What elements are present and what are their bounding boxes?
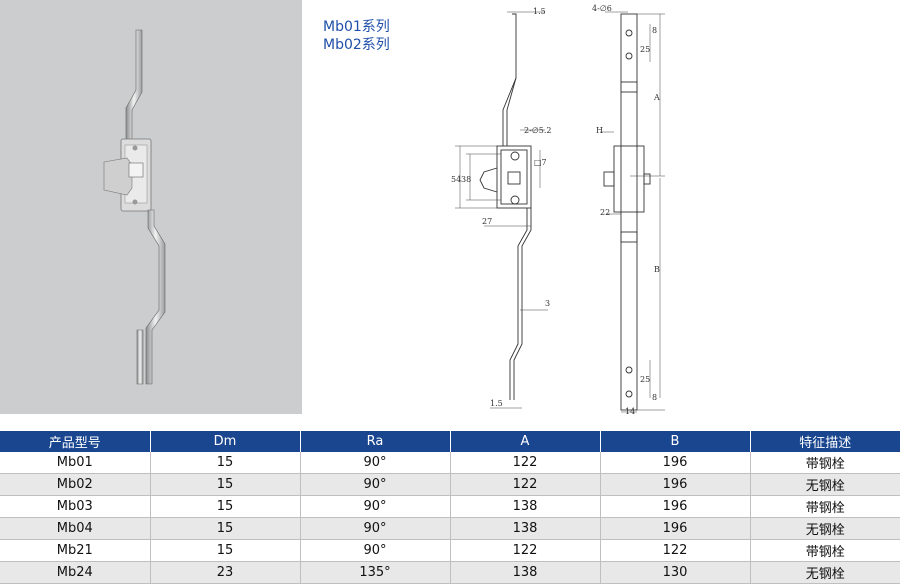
header-dm: Dm [150,431,301,452]
cell-a: 122 [450,473,601,496]
series-label-mb01: Mb01系列 [323,19,390,35]
dim-top-8: 8 [652,26,657,35]
header-model: 产品型号 [0,431,151,452]
cell-b: 196 [600,452,751,474]
dim-bottom-8: 8 [652,393,657,402]
cell-model: Mb24 [0,561,151,584]
header-b: B [600,431,751,452]
header-feature: 特征描述 [750,431,900,452]
cell-a: 122 [450,539,601,562]
cell-dm: 15 [150,452,301,474]
table-row: Mb21 15 90° 122 122 带钢栓 [0,539,900,562]
cell-b: 196 [600,473,751,496]
table-row: Mb24 23 135° 138 130 无钢栓 [0,561,900,584]
technical-drawing: 1.5 2-∅5.2 □7 54 38 27 3 1.5 4-∅6 8 [451,4,665,416]
table-row: Mb02 15 90° 122 196 无钢栓 [0,473,900,496]
dim-a: A [653,93,660,102]
table-header-row: 产品型号 Dm Ra A B 特征描述 [0,431,900,452]
cell-feature: 带钢栓 [750,495,900,518]
cell-ra: 90° [300,473,451,496]
cell-ra: 90° [300,495,451,518]
cell-model: Mb02 [0,473,151,496]
dim-bottom-25: 25 [640,375,650,384]
cell-a: 138 [450,495,601,518]
cell-model: Mb21 [0,539,151,562]
cell-dm: 15 [150,495,301,518]
dim-27: 27 [482,217,492,226]
dim-54: 54 [451,175,461,184]
cell-b: 122 [600,539,751,562]
front-dimension-lines [600,11,665,413]
cell-b: 196 [600,517,751,540]
cell-ra: 90° [300,517,451,540]
table-row: Mb04 15 90° 138 196 无钢栓 [0,517,900,540]
cell-dm: 23 [150,561,301,584]
dim-22: 22 [600,208,610,217]
spec-table: 产品型号 Dm Ra A B 特征描述 Mb01 15 90° 122 196 … [0,431,900,584]
dim-holes-right: 4-∅6 [592,4,612,13]
table-row: Mb03 15 90° 138 196 带钢栓 [0,495,900,518]
cell-feature: 无钢栓 [750,473,900,496]
dim-holes-left: 2-∅5.2 [524,126,551,135]
product-photo [0,0,302,414]
cell-model: Mb03 [0,495,151,518]
cell-b: 196 [600,495,751,518]
cell-b: 130 [600,561,751,584]
series-label-mb02: Mb02系列 [323,37,390,53]
series-labels: Mb01系列 Mb02系列 [323,18,390,54]
cell-a: 138 [450,517,601,540]
cell-dm: 15 [150,539,301,562]
cell-feature: 带钢栓 [750,539,900,562]
side-dimension-lines [455,11,548,409]
dim-38: 38 [461,175,471,184]
cell-model: Mb01 [0,452,151,474]
dim-h: H [596,126,603,135]
dim-top-thickness: 1.5 [533,7,546,16]
cell-dm: 15 [150,517,301,540]
cell-feature: 带钢栓 [750,452,900,474]
cell-a: 138 [450,561,601,584]
header-ra: Ra [300,431,451,452]
dim-bottom-thickness: 1.5 [490,399,503,408]
cell-ra: 90° [300,539,451,562]
latch-rod-illustration [103,29,166,385]
cell-feature: 无钢栓 [750,561,900,584]
cell-ra: 135° [300,561,451,584]
cell-model: Mb04 [0,517,151,540]
cell-dm: 15 [150,473,301,496]
dim-width-14: 14 [625,407,635,416]
dim-top-25: 25 [640,45,650,54]
cell-ra: 90° [300,452,451,474]
dim-b: B [654,265,660,274]
dim-square: □7 [534,158,547,167]
side-view [479,13,532,400]
table-row: Mb01 15 90° 122 196 带钢栓 [0,452,900,474]
cell-feature: 无钢栓 [750,517,900,540]
dim-offset-3: 3 [545,299,550,308]
front-view [603,13,651,411]
cell-a: 122 [450,452,601,474]
header-a: A [450,431,601,452]
